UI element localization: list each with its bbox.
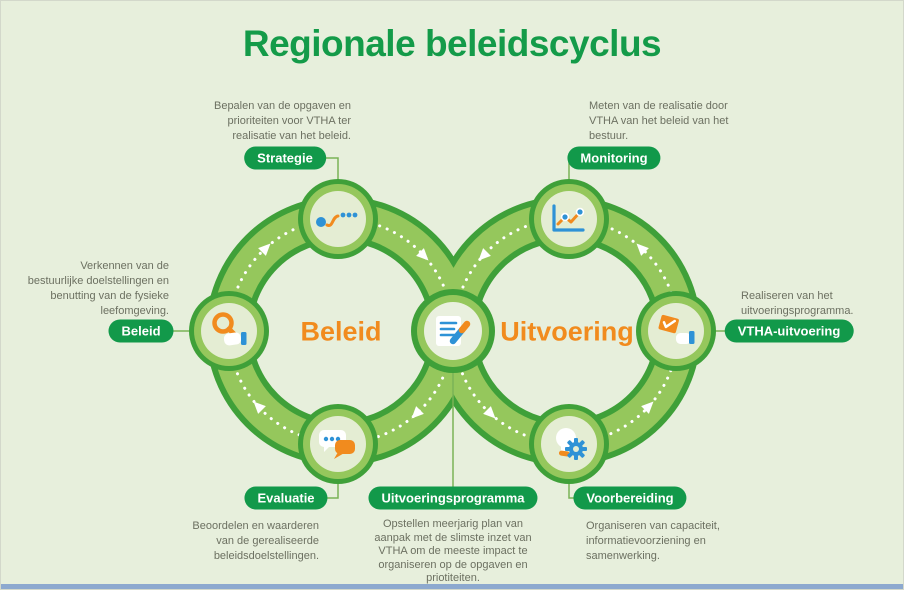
strategy-path-icon	[316, 212, 358, 227]
pill-monitoring: Monitoring	[567, 146, 661, 170]
pill-evaluatie: Evaluatie	[244, 486, 328, 510]
pill-voorbereiding: Voorbereiding	[573, 486, 687, 510]
arrow-icon	[253, 401, 266, 414]
pill-uitvoeringsprogramma: Uitvoeringsprogramma	[368, 486, 538, 510]
speech-bubbles-icon	[319, 430, 355, 459]
desc-vtha-uitvoering: Realiseren van het uitvoeringsprogramma.	[741, 290, 854, 317]
arrow-icon	[483, 406, 496, 419]
node-strategie	[298, 179, 378, 259]
node-monitoring	[529, 179, 609, 259]
magnifier-hand-icon	[212, 312, 247, 346]
desc-beleid: Verkennen van de bestuurlijke doelstelli…	[27, 260, 169, 317]
flag-check-hand-icon	[658, 314, 695, 344]
loop-label-beleid: Beleid	[300, 316, 382, 347]
pill-vtha-uitvoering: VTHA-uitvoering	[724, 319, 854, 343]
arrow-icon	[416, 248, 429, 261]
arrow-icon	[641, 401, 654, 414]
arrow-icon	[478, 248, 491, 261]
arrow-icon	[411, 406, 424, 419]
node-vtha-uitvoering	[636, 291, 716, 371]
arrow-icon	[258, 243, 271, 256]
node-beleid	[189, 291, 269, 371]
line-chart-icon	[552, 204, 585, 232]
node-uitvoeringsprogramma	[411, 289, 495, 373]
desc-monitoring: Meten van de realisatie door VTHA van he…	[589, 100, 729, 142]
node-evaluatie	[298, 404, 378, 484]
document-pencil-icon	[436, 316, 471, 346]
bottom-border-bar	[1, 584, 903, 589]
loop-label-uitvoering: Uitvoering	[500, 316, 634, 347]
desc-evaluatie: Beoordelen en waarderen van de gerealise…	[192, 520, 319, 562]
node-voorbereiding	[529, 404, 609, 484]
desc-strategie: Bepalen van de opgaven en prioriteiten v…	[213, 100, 351, 142]
arrow-icon	[636, 243, 649, 256]
desc-voorbereiding: Organiseren van capaciteit, informatievo…	[586, 520, 720, 562]
flow-arrows	[253, 243, 654, 419]
pill-strategie: Strategie	[244, 146, 326, 170]
pill-beleid: Beleid	[108, 319, 174, 343]
page-title: Regionale beleidscyclus	[242, 23, 662, 64]
desc-uitvoeringsprogramma: Opstellen meerjarig plan van aanpak met …	[374, 518, 532, 584]
lightbulb-gear-icon	[556, 428, 587, 460]
